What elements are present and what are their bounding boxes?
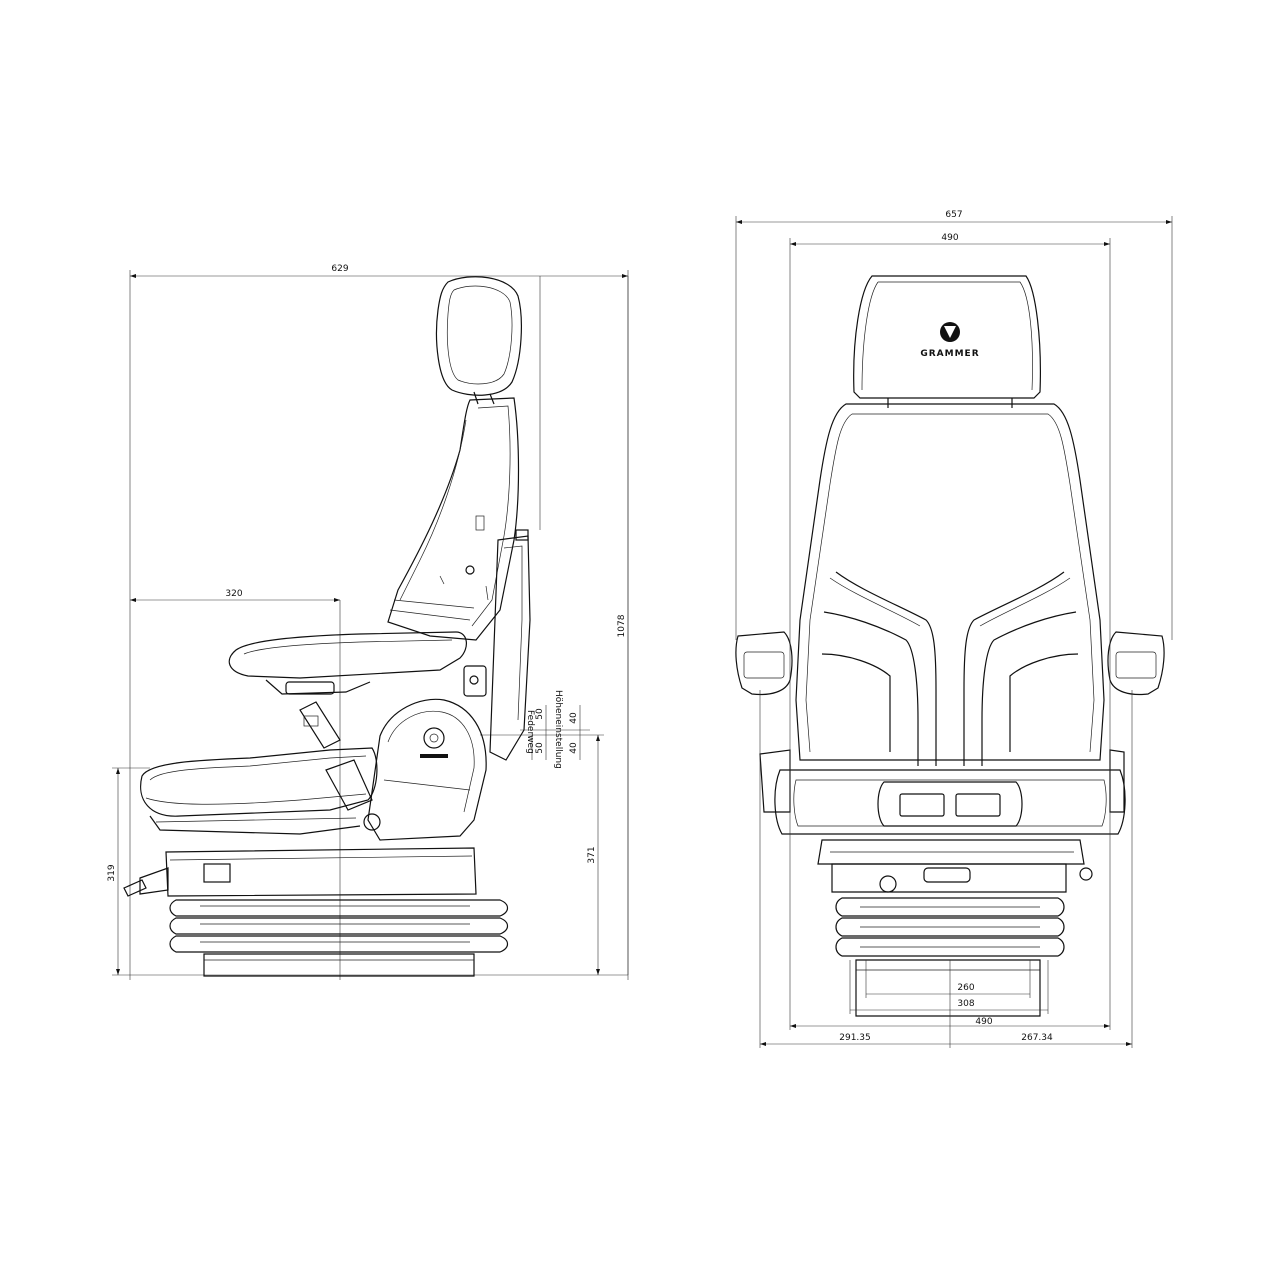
dimension-base-260: 260 [865,960,1031,998]
side-armrest [228,631,467,695]
front-view: 657 490 GRAMMER [735,210,1173,1048]
dim-right-offset-label: 267.34 [1021,1033,1053,1043]
dim-seat-height-label: 371 [587,846,597,863]
dim-seat-depth-label: 320 [225,589,242,599]
label-hoeheneinstellung: Höheneinstellung [553,690,563,769]
headrest-logo-text: GRAMMER [920,349,979,359]
side-headrest [435,276,522,405]
dimension-seat-depth: 320 [130,589,341,980]
dimension-adjustment-group: Federweg Höheneinstellung 50 50 40 40 [520,690,590,769]
dim-overall-width-label: 657 [945,210,962,220]
side-seat-belt [299,701,373,811]
dim-base-height-label: 319 [107,864,117,881]
dim-federweg-b: 50 [535,742,545,754]
side-bellows [169,899,509,953]
dimension-offsets: 291.35 267.34 [759,690,1133,1048]
dim-backrest-width-label: 490 [941,233,958,243]
dim-overall-height-label: 1078 [617,614,627,637]
dim-base-308-label: 308 [957,999,974,1009]
dim-overall-depth-label: 629 [331,264,348,274]
dim-federweg-a: 50 [535,708,545,720]
front-suspension-top [817,839,1093,893]
front-bellows [835,897,1065,957]
side-base-bottom [203,953,475,977]
dimension-overall-width: 657 [735,210,1173,640]
grammer-logo-icon [940,322,960,342]
dimension-overall-height: 1078 [539,276,629,975]
side-armrest-bracket [463,529,531,761]
front-backrest [795,403,1105,766]
side-view: 629 320 1078 319 [107,264,629,980]
dimension-backrest-width: 490 [789,233,1111,640]
dimension-seat-height: 371 [480,734,604,975]
label-federweg: Federweg [525,710,535,754]
dim-base-490-label: 490 [975,1017,992,1027]
dim-hoehen-b: 40 [569,742,579,754]
side-backrest [387,397,520,641]
front-armrest-left [735,631,793,696]
front-headrest: GRAMMER [853,275,1041,408]
dim-hoehen-a: 40 [569,712,579,724]
dimension-overall-depth: 629 [129,264,629,980]
front-base-plate [855,959,1041,1017]
dim-left-offset-label: 291.35 [839,1033,871,1043]
dimension-base-308: 308 [849,960,1049,1014]
dimension-base-height: 319 [107,767,628,976]
front-seat-cushion [759,749,1126,835]
side-suspension-housing [363,698,487,841]
front-armrest-right [1107,631,1165,696]
side-base-top [123,847,477,897]
side-seat-cushion [140,747,378,835]
dim-base-260-label: 260 [957,983,974,993]
